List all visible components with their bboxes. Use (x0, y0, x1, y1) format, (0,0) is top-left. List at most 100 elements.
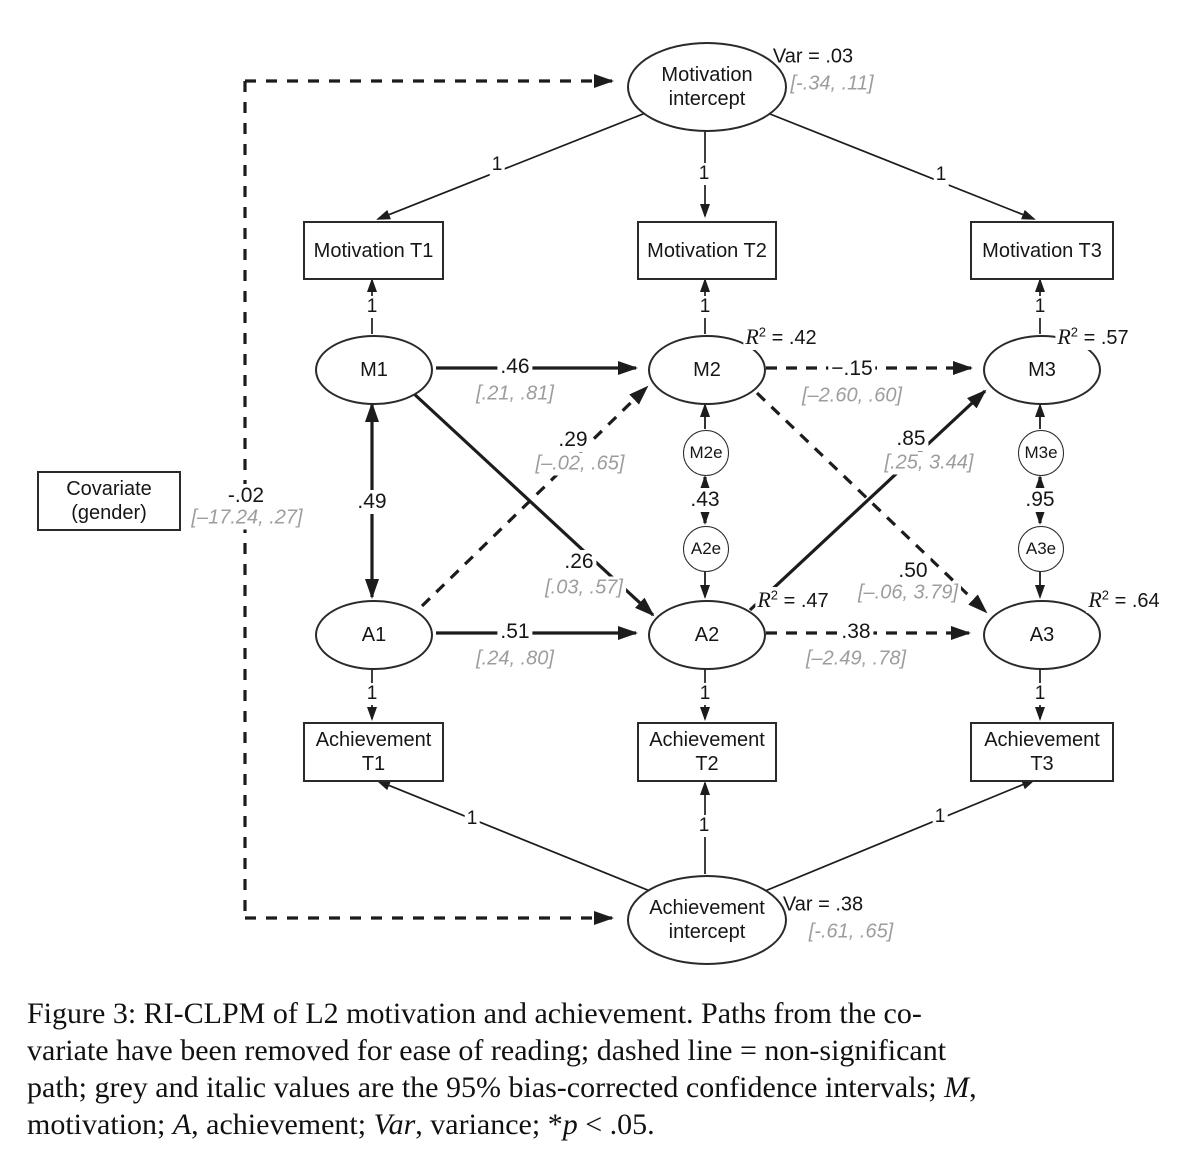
path-a2-m3-ci: [.25, 3.44] (881, 451, 977, 475)
motivation-intercept-line1: Motivation (661, 64, 753, 86)
path-a1-m2-ci: [–.02, .65] (532, 452, 628, 476)
r2-sup: 2 (1101, 587, 1110, 603)
covariate-path-ci: [–17.24, .27] (188, 506, 306, 530)
correlation-m3e-a3e: .95 (1022, 488, 1058, 512)
r2-letter: R (757, 587, 771, 612)
loading-ai-t3: 1 (932, 806, 948, 828)
loading-mi-t1: 1 (489, 154, 505, 176)
m3e-label: M3e (1024, 443, 1058, 462)
observed-box-achievement-t3: Achievement T3 (970, 722, 1114, 782)
m2e-label: M2e (689, 443, 723, 462)
achievement-t1-label: Achievement T1 (315, 729, 432, 775)
loading-mi-t2: 1 (696, 163, 712, 185)
path-m2-m3-estimate: −.15 (828, 357, 876, 381)
path-m1-a2-ci: [.03, .57] (542, 576, 626, 600)
loading-mi-t3: 1 (933, 164, 949, 186)
path-a1-m2-estimate: .29 (555, 428, 591, 452)
correlation-m2e-a2e: .43 (687, 488, 723, 512)
error-a2e: A2e (683, 526, 729, 572)
observed-box-achievement-t2: Achievement T2 (637, 722, 777, 782)
achievement-intercept-variance: Var = .38 (782, 893, 864, 916)
path-a2-m3-estimate: .85 (893, 427, 929, 451)
loading-m1-t1: 1 (364, 296, 380, 318)
latent-m1: M1 (315, 335, 433, 405)
motivation-intercept-variance-ci: [-.34, .11] (790, 72, 874, 95)
caption-line-1: Figure 3: RI-CLPM of L2 motivation and a… (27, 997, 922, 1030)
r2-value-a3: = .64 (1109, 590, 1160, 612)
r2-label-a2: R2 = .47 (755, 587, 831, 613)
observed-box-motivation-t1: Motivation T1 (303, 221, 444, 280)
r2-value-a2: = .47 (778, 590, 829, 612)
covariate-label-line2: (gender) (71, 502, 147, 524)
m2-label: M2 (693, 359, 721, 381)
observed-box-motivation-t3: Motivation T3 (970, 221, 1114, 280)
motivation-t3-label: Motivation T3 (982, 239, 1102, 262)
path-m1-m2-estimate: .46 (497, 355, 533, 379)
path-a1-a2-ci: [.24, .80] (473, 647, 557, 671)
caption-line-3: path; grey and italic values are the 95%… (27, 1071, 977, 1104)
latent-a3: A3 (983, 600, 1101, 670)
intercept-loading-lines (376, 111, 1036, 892)
achievement-t2-label: Achievement T2 (649, 729, 765, 775)
caption-line-4: motivation; A, achievement; Var, varianc… (27, 1108, 655, 1141)
path-m2-a3-ci: [–.06, 3.79] (854, 581, 962, 605)
correlation-m1-a1: .49 (354, 490, 390, 514)
loading-ai-t1: 1 (464, 808, 480, 830)
a3e-label: A3e (1025, 539, 1057, 558)
error-m2e: M2e (683, 430, 729, 476)
m1-label: M1 (360, 359, 388, 381)
r2-label-m3: R2 = .57 (1055, 324, 1131, 350)
loading-a1-t1: 1 (364, 683, 380, 705)
latent-a2: A2 (648, 600, 766, 670)
achievement-t3-label: Achievement T3 (984, 729, 1100, 775)
r2-sup: 2 (770, 587, 779, 603)
r2-label-a3: R2 = .64 (1086, 587, 1162, 613)
r2-letter: R (745, 324, 759, 349)
covariate-box: Covariate (gender) (37, 471, 181, 531)
a3-label: A3 (1029, 624, 1055, 646)
path-m1-a2-estimate: .26 (561, 550, 597, 574)
r2-letter: R (1088, 587, 1102, 612)
achievement-intercept-line1: Achievement (649, 897, 765, 919)
r2-sup: 2 (1070, 324, 1079, 340)
r2-label-m2: R2 = .42 (743, 324, 819, 350)
latent-a1: A1 (315, 600, 433, 670)
achievement-intercept-variance-ci: [-.61, .65] (808, 920, 894, 943)
covariate-path-estimate: -.02 (224, 484, 268, 508)
r2-value-m3: = .57 (1078, 327, 1129, 349)
a2e-label: A2e (690, 539, 722, 558)
loading-a2-t2: 1 (697, 683, 713, 705)
observed-box-achievement-t1: Achievement T1 (303, 722, 444, 782)
figure-caption: Figure 3: RI-CLPM of L2 motivation and a… (27, 995, 1177, 1143)
caption-line-2: variate have been removed for ease of re… (27, 1034, 947, 1067)
achievement-intercept-line2: intercept (668, 921, 746, 943)
path-a2-a3-estimate: .38 (838, 620, 874, 644)
loading-m2-t2: 1 (697, 296, 713, 318)
r2-value-m2: = .42 (766, 327, 817, 349)
error-links (700, 403, 1045, 599)
m3-label: M3 (1028, 359, 1056, 381)
path-m1-m2-ci: [.21, .81] (473, 382, 557, 406)
motivation-intercept-ellipse: Motivation intercept (627, 42, 787, 132)
a1-label: A1 (361, 624, 387, 646)
significant-paths (410, 361, 987, 640)
r2-letter: R (1057, 324, 1071, 349)
path-m2-a3-estimate: .50 (895, 559, 931, 583)
observed-box-motivation-t2: Motivation T2 (637, 221, 777, 280)
loading-ai-t2: 1 (696, 815, 712, 837)
path-a1-a2-estimate: .51 (497, 620, 533, 644)
loading-a3-t3: 1 (1032, 683, 1048, 705)
achievement-intercept-ellipse: Achievement intercept (627, 875, 787, 965)
motivation-intercept-line2: intercept (668, 88, 746, 110)
path-m2-m3-ci: [–2.60, .60] (798, 384, 906, 408)
a2-label: A2 (694, 624, 720, 646)
error-a3e: A3e (1018, 526, 1064, 572)
covariate-dashed-path (243, 74, 614, 925)
covariate-label-line1: Covariate (66, 478, 152, 500)
motivation-t1-label: Motivation T1 (313, 239, 434, 262)
r2-sup: 2 (758, 324, 767, 340)
loading-m3-t3: 1 (1032, 296, 1048, 318)
path-a2-a3-ci: [–2.49, .78] (802, 647, 910, 671)
error-m3e: M3e (1018, 430, 1064, 476)
